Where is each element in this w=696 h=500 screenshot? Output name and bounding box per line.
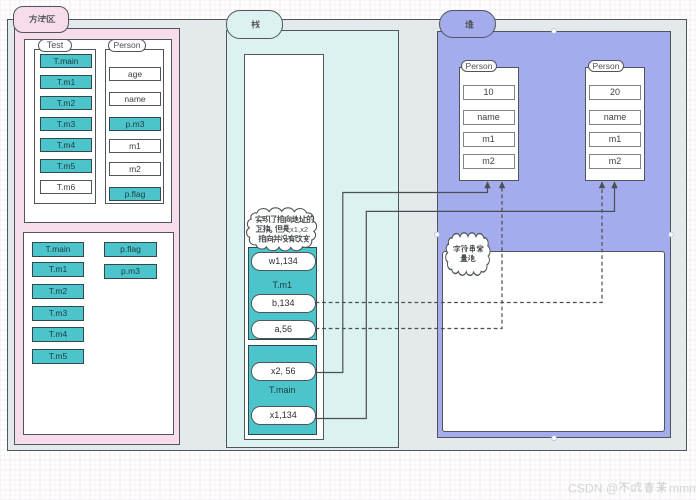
- svg-text:mmm: mmm: [669, 482, 696, 496]
- svg-text:CSDN @: CSDN @: [568, 482, 618, 496]
- svg-text:x1,x2: x1,x2: [290, 225, 308, 234]
